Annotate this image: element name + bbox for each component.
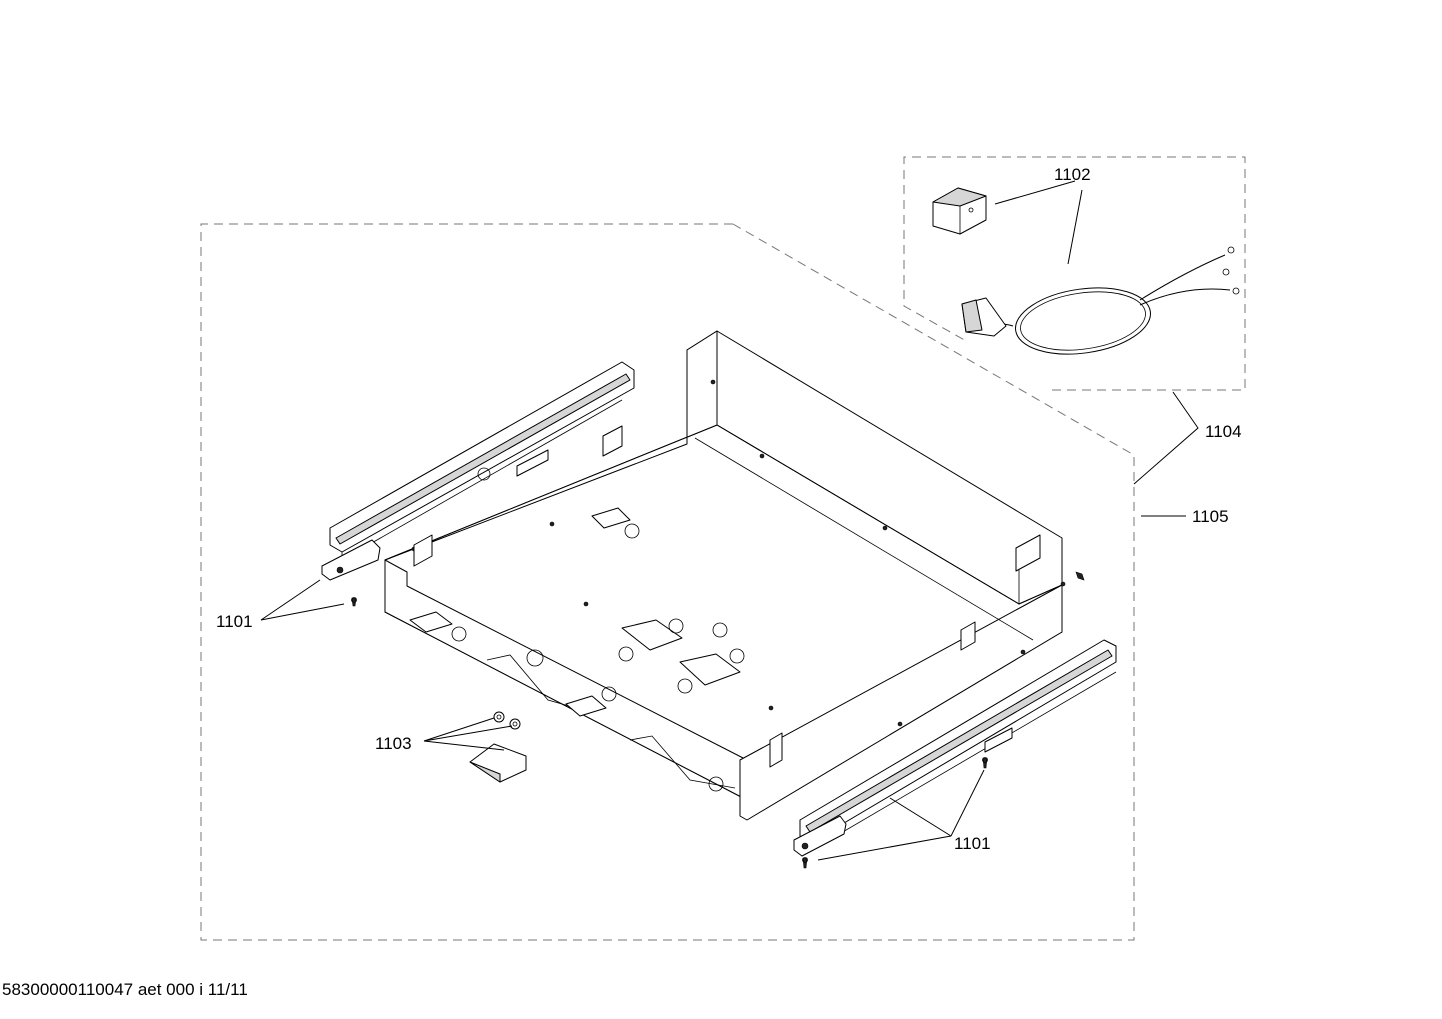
label-1104: 1104 [1205,422,1242,441]
label-1105: 1105 [1192,507,1229,526]
leader-lines [260,180,1199,861]
label-1101-left: 1101 [216,612,253,631]
bracket-with-nuts [469,711,527,783]
label-1103: 1103 [375,734,412,753]
transformer [932,187,987,235]
right-rail-screw [802,571,1085,869]
label-1101-right: 1101 [954,834,991,853]
power-cord [961,246,1240,355]
right-telescopic-rail [793,639,1117,857]
drawing-reference-footer: 58300000110047 aet 000 i 11/11 [2,980,248,999]
left-rail-screw [351,597,357,607]
drawer-housing [384,330,1066,821]
left-telescopic-rail [321,361,635,581]
label-1102: 1102 [1054,165,1091,184]
group-1105-boundary [200,223,1135,941]
